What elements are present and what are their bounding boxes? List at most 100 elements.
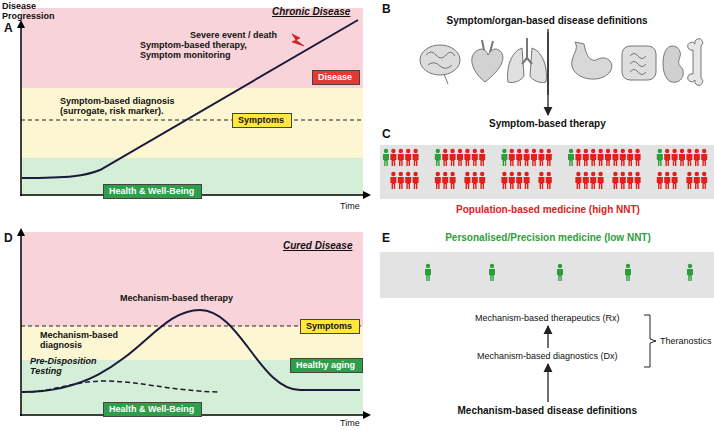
person-head — [458, 149, 462, 153]
person-head — [576, 149, 580, 153]
person-body — [489, 269, 495, 281]
person-head — [465, 172, 469, 176]
person-head — [502, 172, 506, 176]
person-body — [557, 269, 563, 281]
cure-curve — [22, 310, 360, 392]
person-head — [591, 149, 595, 153]
person-head — [450, 172, 454, 176]
person-body — [627, 177, 633, 189]
node-text: Symptoms — [306, 321, 354, 332]
person-body — [686, 177, 692, 189]
health-band — [21, 360, 363, 415]
person-head — [665, 149, 669, 153]
people-icons — [383, 149, 707, 281]
population-band — [380, 145, 714, 199]
person-body — [657, 154, 663, 166]
symptom-threshold — [21, 120, 363, 121]
panel-letter: A — [4, 22, 13, 35]
person-head — [598, 172, 602, 176]
person-body — [435, 177, 441, 189]
person-head — [621, 172, 625, 176]
symptom-box: Symptoms — [300, 319, 360, 334]
person-head — [687, 172, 691, 176]
patient-band — [380, 252, 714, 298]
person-head — [510, 149, 514, 153]
person-head — [539, 172, 543, 176]
arrow-connector — [547, 29, 548, 115]
person-body — [405, 154, 411, 166]
progression-curve — [22, 20, 358, 178]
person-body — [598, 177, 604, 189]
axis-head — [363, 411, 371, 419]
person-body — [612, 177, 618, 189]
event-label: Severe event / death — [190, 30, 277, 40]
axis-label: Time — [340, 418, 360, 428]
y-axis — [20, 234, 22, 416]
axis-head — [17, 228, 25, 236]
person-head — [465, 149, 469, 153]
person-body — [546, 177, 552, 189]
person-body — [442, 177, 448, 189]
symptom-box: Symptoms — [232, 113, 292, 128]
person-head — [443, 172, 447, 176]
person-head — [436, 172, 440, 176]
person-body — [413, 154, 419, 166]
person-body — [398, 154, 404, 166]
node-text: Mechanism-based diagnostics (Dx) — [477, 350, 619, 362]
person-head — [635, 149, 639, 153]
person-body — [442, 154, 448, 166]
person-body — [390, 154, 396, 166]
person-body — [390, 177, 396, 189]
person-head — [502, 149, 506, 153]
person-body — [657, 177, 663, 189]
person-head — [391, 149, 395, 153]
person-body — [457, 154, 463, 166]
definition-text: Symptom/organ-based disease definitions — [447, 14, 650, 27]
therapy-text: Symptom-based therapy — [489, 117, 607, 130]
person-head — [687, 149, 691, 153]
person-head — [672, 172, 676, 176]
person-body — [479, 154, 485, 166]
therapeutics-text: Mechanism-based therapeutics (Rx) — [475, 312, 621, 324]
person-head — [406, 149, 410, 153]
diagnostics-text: Mechanism-based diagnostics (Dx) — [477, 350, 619, 362]
person-head — [628, 172, 632, 176]
panel-letter: E — [382, 232, 390, 245]
node-text: Healthy aging — [296, 360, 357, 371]
panel-letter: D — [4, 232, 13, 245]
person-body — [672, 154, 678, 166]
symptom-band — [21, 88, 363, 158]
person-head — [702, 149, 706, 153]
bracket — [644, 315, 656, 367]
person-head — [702, 172, 706, 176]
person-head — [399, 172, 403, 176]
person-head — [539, 149, 543, 153]
person-body — [464, 154, 470, 166]
person-body — [472, 154, 478, 166]
person-head — [399, 149, 403, 153]
person-head — [490, 264, 494, 268]
person-body — [664, 154, 670, 166]
person-head — [672, 149, 676, 153]
bone-icon — [688, 39, 703, 86]
stage-label: Pre-Disposition Testing — [30, 356, 100, 376]
person-head — [598, 149, 602, 153]
person-head — [658, 172, 662, 176]
kidney-icon — [663, 46, 683, 82]
axis-head — [17, 20, 25, 28]
person-body — [425, 269, 431, 281]
axis-label: Disease Progression — [2, 1, 62, 21]
person-body — [501, 154, 507, 166]
definition-text: Mechanism-based disease definitions — [458, 404, 639, 417]
person-body — [413, 177, 419, 189]
person-head — [591, 172, 595, 176]
person-body — [612, 154, 618, 166]
node-text: Symptom/organ-based disease definitions — [447, 14, 650, 27]
medicine-label: Personalised/Precision medicine (low NNT… — [445, 232, 651, 244]
person-body — [450, 177, 456, 189]
arrow-connector — [547, 364, 548, 402]
axis-label: Time — [340, 201, 360, 211]
bracket-label: Theranostics — [660, 336, 712, 346]
person-head — [450, 149, 454, 153]
person-body — [472, 177, 478, 189]
